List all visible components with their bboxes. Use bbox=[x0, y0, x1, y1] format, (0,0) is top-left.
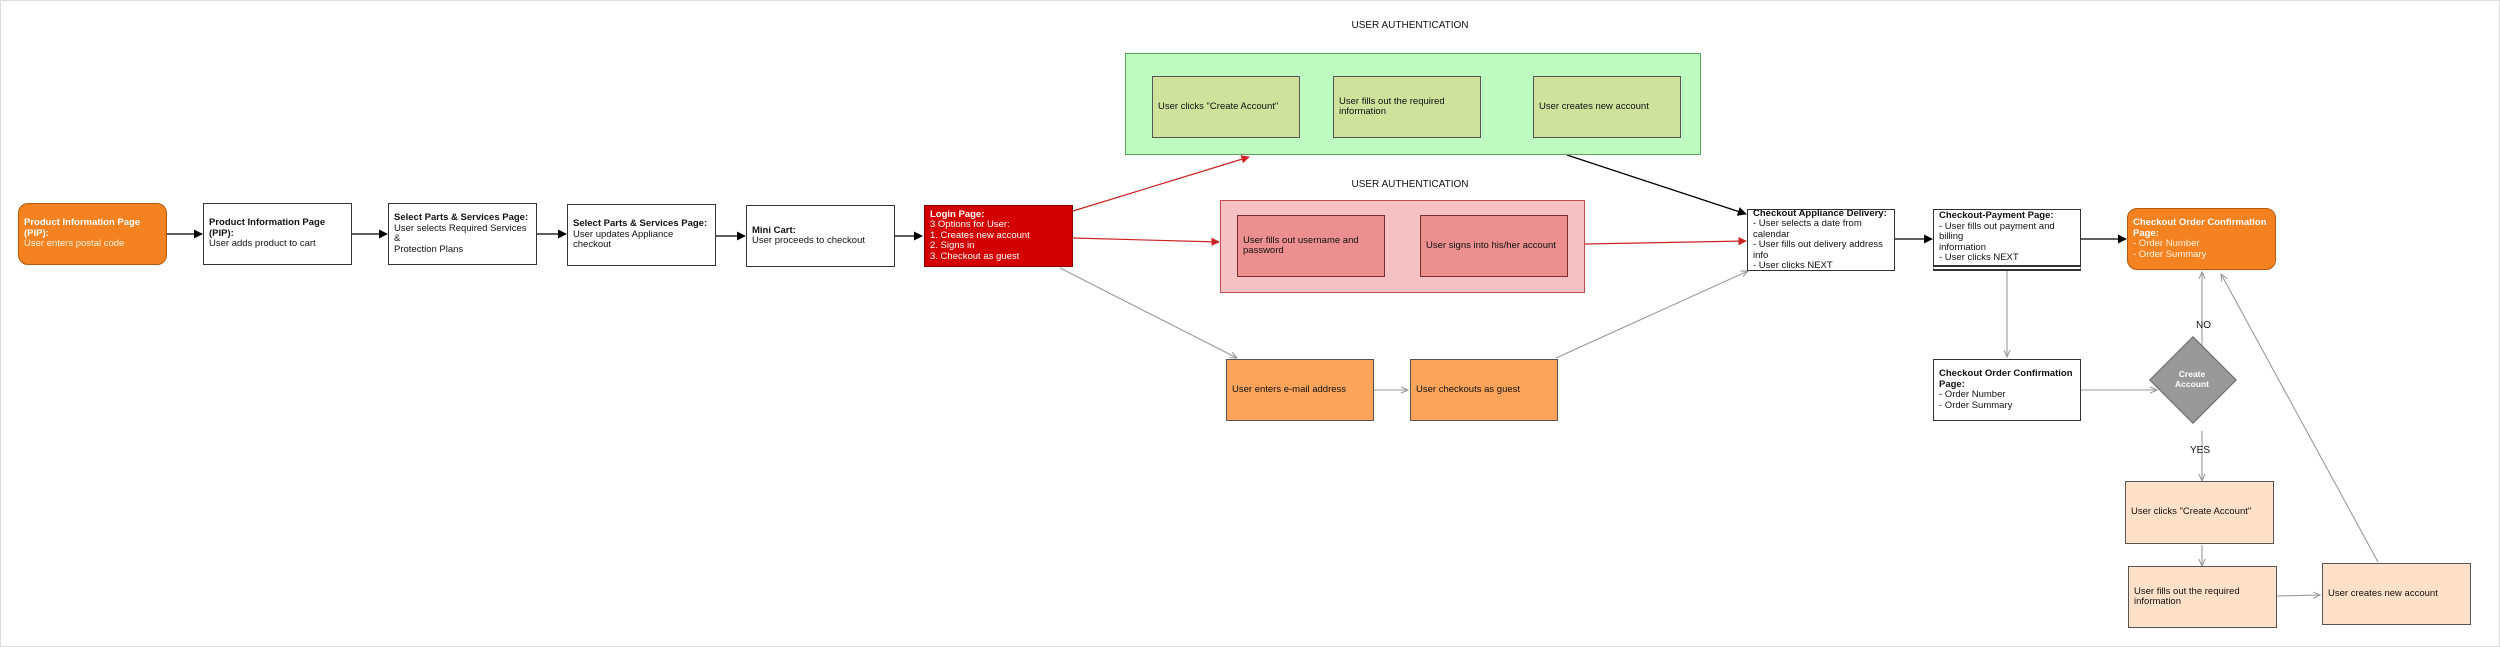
node-title: Checkout Appliance Delivery: bbox=[1753, 209, 1887, 219]
node-pip-add-to-cart[interactable]: Product Information Page (PIP): User add… bbox=[203, 203, 352, 265]
node-line: - Order Number bbox=[2133, 238, 2200, 249]
node-title: Product Information Page (PIP): bbox=[209, 217, 326, 239]
node-line: - Order Summary bbox=[1939, 399, 2013, 411]
node-guest-checkout[interactable]: User checkouts as guest bbox=[1410, 359, 1558, 421]
node-line: User fills out the required information bbox=[1339, 95, 1445, 117]
node-line: 2. Signs in bbox=[930, 240, 975, 252]
node-title: Checkout Order Confirmation Page: bbox=[1939, 368, 2073, 390]
node-title: Select Parts & Services Page: bbox=[394, 212, 529, 223]
edge-signin-zone-to-delivery bbox=[1583, 236, 1747, 246]
node-guest-email[interactable]: User enters e-mail address bbox=[1226, 359, 1374, 421]
node-title: Login Page: bbox=[930, 208, 985, 220]
node-line: 1. Creates new account bbox=[930, 229, 1030, 241]
decision-label-line-2: Account bbox=[2175, 379, 2209, 389]
node-line: User adds product to cart bbox=[209, 238, 316, 250]
node-title: Checkout Order Confirmation Page: bbox=[2133, 217, 2267, 239]
node-line: - User clicks NEXT bbox=[1939, 252, 2019, 264]
node-line: - User clicks NEXT bbox=[1753, 260, 1833, 271]
node-line: User proceeds to checkout bbox=[752, 235, 866, 246]
node-line: User fills out username and password bbox=[1243, 234, 1359, 256]
node-line: User creates new account bbox=[1539, 100, 1649, 112]
node-title: Mini Cart: bbox=[752, 224, 796, 236]
node-post-order-create-fill[interactable]: User fills out the required information bbox=[2128, 566, 2277, 628]
node-select-parts-services-2[interactable]: Select Parts & Services Page: User updat… bbox=[567, 204, 716, 266]
node-post-order-create-new[interactable]: User creates new account bbox=[2322, 563, 2471, 625]
top-zone-title: USER AUTHENTICATION bbox=[1351, 20, 1469, 31]
node-line: - Order Number bbox=[1939, 389, 2006, 400]
node-mini-cart[interactable]: Mini Cart: User proceeds to checkout bbox=[746, 205, 895, 267]
edge-label-yes: YES bbox=[2190, 445, 2211, 456]
node-signin-fill[interactable]: User fills out username and password bbox=[1237, 215, 1385, 277]
node-line: User updates Appliance checkout bbox=[573, 228, 674, 251]
node-line: Protection Plans bbox=[394, 243, 464, 255]
edge-login-to-signin-zone bbox=[1072, 237, 1220, 246]
edge-guest-checkout-to-delivery bbox=[1555, 271, 1748, 359]
node-create-account-fill[interactable]: User fills out the required information bbox=[1333, 76, 1481, 138]
node-create-account-new[interactable]: User creates new account bbox=[1533, 76, 1681, 138]
node-line: User selects Required Services & bbox=[394, 222, 527, 244]
edge-green-zone-to-delivery bbox=[1566, 154, 1747, 216]
node-line: information bbox=[1939, 241, 1986, 253]
node-line: User creates new account bbox=[2328, 587, 2438, 599]
node-line: User clicks "Create Account" bbox=[1158, 100, 1279, 112]
node-order-confirmation-final[interactable]: Checkout Order Confirmation Page: - Orde… bbox=[2127, 208, 2276, 270]
node-order-confirmation-guest[interactable]: Checkout Order Confirmation Page: - Orde… bbox=[1933, 359, 2081, 421]
node-line: 3. Checkout as guest bbox=[930, 250, 1020, 262]
node-signin-done[interactable]: User signs into his/her account bbox=[1420, 215, 1568, 277]
node-line: - Order Summary bbox=[2133, 248, 2207, 260]
node-line: User enters e-mail address bbox=[1232, 383, 1347, 395]
edge-login-to-create-zone bbox=[1072, 155, 1250, 212]
edge-post-fill-to-new bbox=[2276, 595, 2320, 596]
node-line: User fills out the required information bbox=[2134, 585, 2240, 607]
edge-label-no: NO bbox=[2196, 320, 2211, 331]
edge-login-to-guest-email bbox=[1059, 267, 1237, 358]
node-login-page[interactable]: Login Page: 3 Options for User: 1. Creat… bbox=[924, 205, 1073, 267]
node-post-order-create-click[interactable]: User clicks "Create Account" bbox=[2125, 481, 2274, 544]
node-select-parts-services-1[interactable]: Select Parts & Services Page: User selec… bbox=[388, 203, 537, 265]
node-title: Select Parts & Services Page: bbox=[573, 218, 708, 230]
decision-label: Create Account bbox=[2151, 369, 2233, 389]
edge-post-new-to-confirm bbox=[2221, 274, 2379, 563]
node-line: 3 Options for User: bbox=[930, 219, 1010, 231]
node-checkout-delivery[interactable]: Checkout Appliance Delivery: - User sele… bbox=[1747, 209, 1895, 271]
node-checkout-payment[interactable]: Checkout-Payment Page: - User fills out … bbox=[1933, 209, 2081, 271]
node-line: - User selects a date from calendar bbox=[1753, 218, 1862, 240]
node-line: User clicks "Create Account" bbox=[2131, 506, 2252, 518]
node-pip-postal-code[interactable]: Product Information Page (PIP): User ent… bbox=[18, 203, 167, 265]
middle-zone-title: USER AUTHENTICATION bbox=[1351, 179, 1469, 190]
node-title: Product Information Page (PIP): bbox=[24, 217, 141, 239]
node-line: User checkouts as guest bbox=[1416, 383, 1521, 395]
node-line: User enters postal code bbox=[24, 238, 125, 250]
node-create-account-click[interactable]: User clicks "Create Account" bbox=[1152, 76, 1300, 138]
decision-label-line-1: Create bbox=[2178, 369, 2206, 379]
node-line: - User fills out delivery address info bbox=[1753, 239, 1883, 261]
node-line: User signs into his/her account bbox=[1426, 239, 1556, 251]
node-title: Checkout-Payment Page: bbox=[1939, 210, 2054, 222]
node-line: - User fills out payment and billing bbox=[1939, 220, 2055, 243]
